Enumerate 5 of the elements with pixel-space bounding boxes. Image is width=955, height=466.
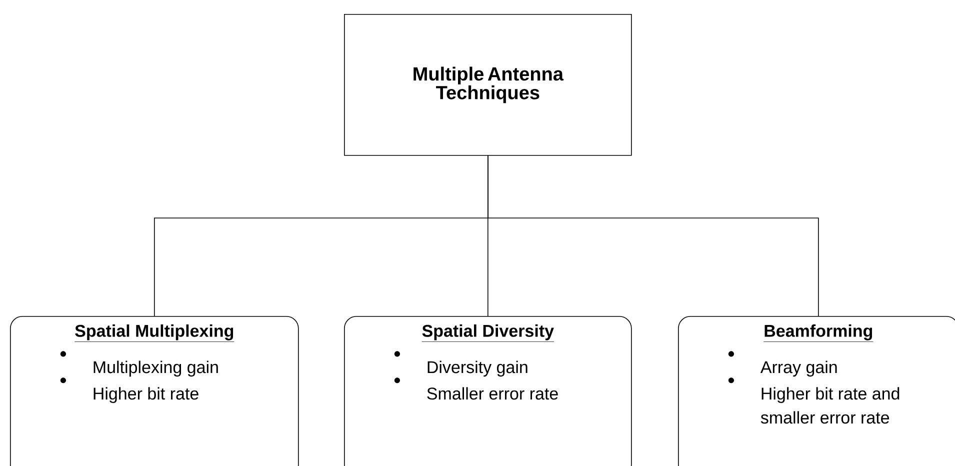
info-box: Beamforming Array gain Higher bit rate and smaller error rate — [678, 316, 955, 466]
info-box: Spatial Diversity Diversity gain Smaller error rate — [344, 316, 632, 466]
connector-line — [488, 155, 819, 316]
title-box: Multiple Antenna Techniques — [344, 14, 632, 156]
info-box: Spatial Multiplexing Multiplexing gain Higher bit rate — [10, 316, 299, 466]
